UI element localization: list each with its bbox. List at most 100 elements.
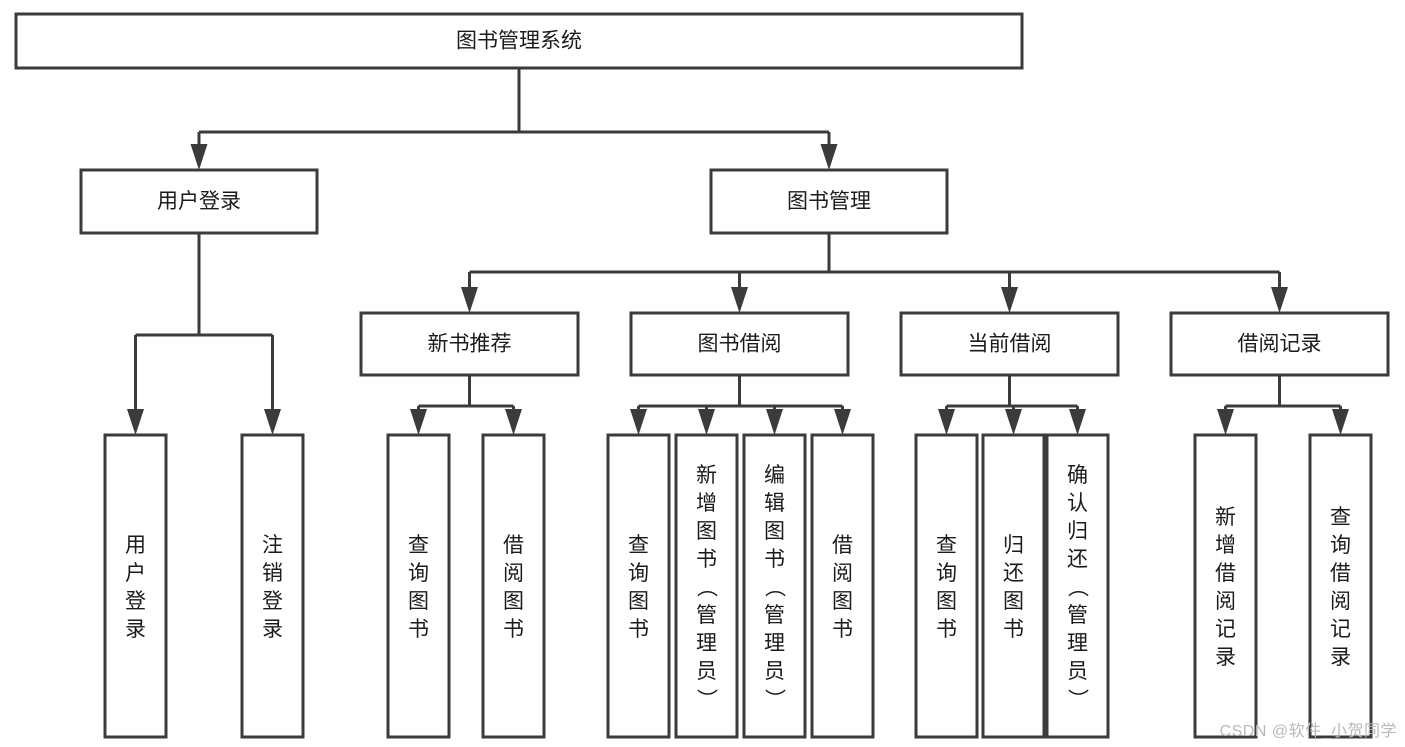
node-box[interactable] [899,311,1120,377]
node-label-char: 询 [936,562,957,585]
node-root[interactable]: 图书管理系统 [14,12,1024,70]
node-box[interactable] [914,433,979,739]
node-label-char: 阅 [832,562,853,585]
node-book-manage[interactable]: 图书管理 [709,168,949,235]
node-label-char: 还 [1003,562,1024,585]
arrow-head-icon [461,287,478,313]
arrow-head-icon [630,409,647,435]
node-label-char: ） [763,688,786,709]
node-label-char: 录 [1330,646,1351,669]
node-label-char: 记 [1215,618,1236,641]
node-book-borrow[interactable]: 图书借阅 [629,311,850,377]
node-label-char: 销 [262,562,283,585]
node-user-login[interactable]: 用户登录 [79,168,319,235]
node-box[interactable] [240,433,305,739]
node-box[interactable] [742,433,807,739]
node-label-char: 书 [628,618,649,641]
node-current-borrow[interactable]: 当前借阅 [899,311,1120,377]
node-label-char: 书 [1003,618,1024,641]
node-label-char: 录 [262,618,283,641]
arrow-head-icon [834,409,851,435]
node-label-char: 增 [1215,534,1236,557]
node-label-char: 归 [1067,520,1088,543]
node-label-char: 借 [1330,562,1351,585]
connector-layer [127,68,1349,435]
node-box[interactable] [1308,433,1373,739]
node-box[interactable] [981,433,1046,739]
arrow-head-icon [190,144,208,170]
node-label-char: 记 [1330,618,1351,641]
node-label-char: 查 [628,534,649,557]
node-box[interactable] [359,311,580,377]
arrow-head-icon [127,409,144,435]
node-box[interactable] [481,433,546,739]
node-label-char: 增 [696,492,717,515]
arrow-head-icon [698,409,715,435]
node-label-char: （ [1066,576,1089,597]
arrow-head-icon [1001,287,1018,313]
node-label-char: 用 [125,534,146,557]
node-box[interactable] [1045,433,1110,739]
arrow-head-icon [1069,409,1086,435]
node-leaf-user-login[interactable]: 用户登录 [103,433,168,739]
node-label: 新书推荐 [428,333,512,356]
node-label-char: 阅 [503,562,524,585]
node-label-char: 员 [1067,660,1088,683]
node-label-char: 理 [696,632,717,655]
node-box[interactable] [103,433,168,739]
node-label-char: 理 [1067,632,1088,655]
arrow-head-icon [1217,409,1234,435]
node-label-char: 图 [503,590,524,613]
node-box[interactable] [606,433,671,739]
node-label-char: 询 [408,562,429,585]
node-box[interactable] [1193,433,1258,739]
node-new-book-rec[interactable]: 新书推荐 [359,311,580,377]
node-box[interactable] [14,12,1024,70]
node-box[interactable] [810,433,875,739]
arrow-head-icon [731,287,748,313]
node-box[interactable] [1169,311,1390,377]
node-label-char: 新 [1215,506,1236,529]
node-label-char: （ [695,576,718,597]
node-label-char: 员 [696,660,717,683]
node-label-char: 录 [125,618,146,641]
node-label-char: 图 [628,590,649,613]
node-label-char: 确 [1067,464,1088,487]
node-borrow-record[interactable]: 借阅记录 [1169,311,1390,377]
node-label-char: 图 [764,520,785,543]
node-box[interactable] [79,168,319,235]
node-box[interactable] [386,433,451,739]
arrow-head-icon [264,409,281,435]
node-label-char: 注 [262,534,283,557]
node-label-char: 书 [764,548,785,571]
node-label-char: 借 [503,534,524,557]
node-box[interactable] [629,311,850,377]
node-label-char: 认 [1067,492,1088,515]
node-box[interactable] [674,433,739,739]
node-label-char: 图 [696,520,717,543]
node-label: 当前借阅 [968,333,1052,356]
arrow-head-icon [1332,409,1349,435]
node-label: 用户登录 [157,190,241,213]
node-box[interactable] [709,168,949,235]
node-label-char: 借 [832,534,853,557]
